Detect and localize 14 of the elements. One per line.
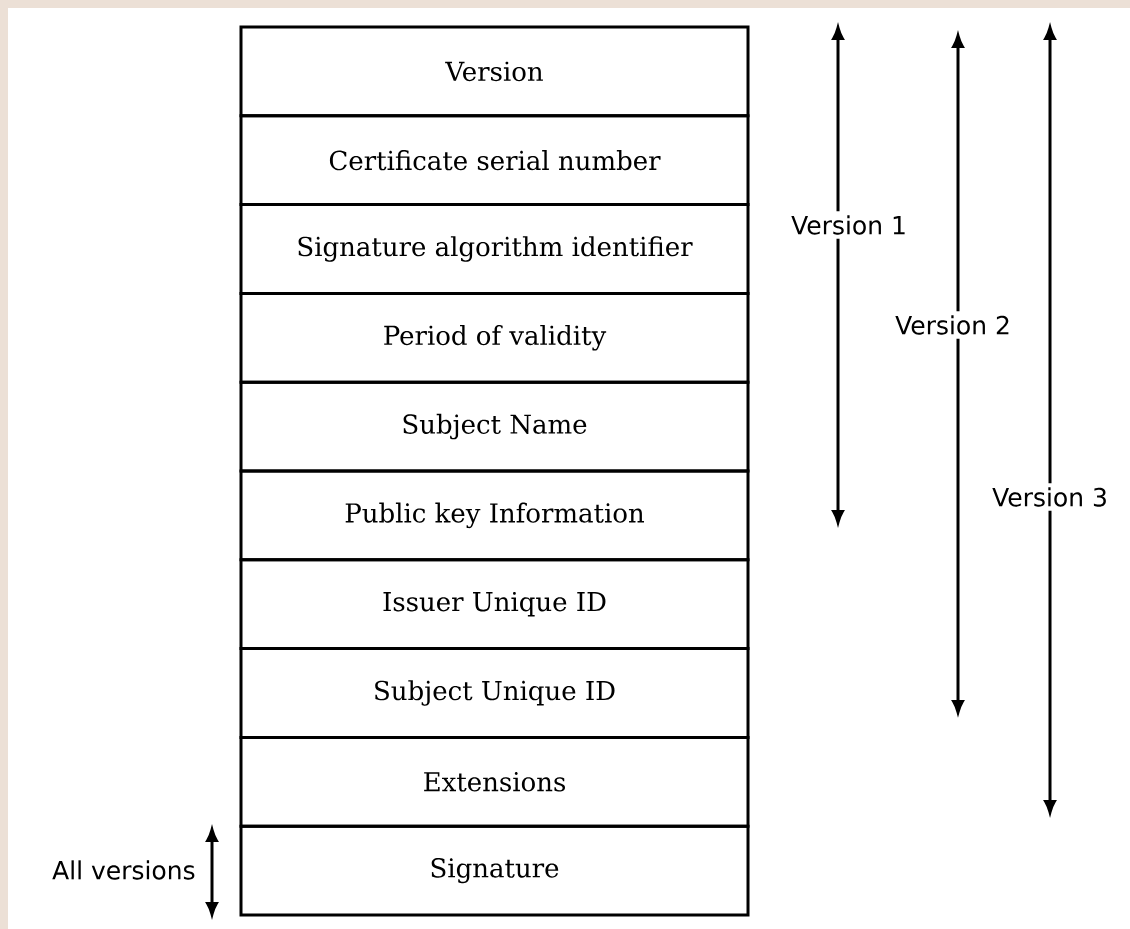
field-box: Certificate serial number: [239, 114, 750, 207]
field-box: Extensions: [239, 735, 750, 828]
field-box: Public key Information: [239, 469, 750, 562]
field-box: Subject Unique ID: [239, 647, 750, 739]
field-box: Signature: [239, 824, 750, 917]
field-box: Version: [239, 25, 750, 118]
range-label: Version 3: [988, 483, 1112, 511]
field-box: Signature algorithm identifier: [239, 203, 750, 295]
range-label: All versions: [52, 860, 195, 880]
range-label: Version 2: [891, 311, 1015, 339]
field-box: Issuer Unique ID: [239, 558, 750, 651]
field-box: Subject Name: [239, 380, 750, 473]
field-box: Period of validity: [239, 291, 750, 384]
range-label: Version 1: [787, 211, 911, 239]
